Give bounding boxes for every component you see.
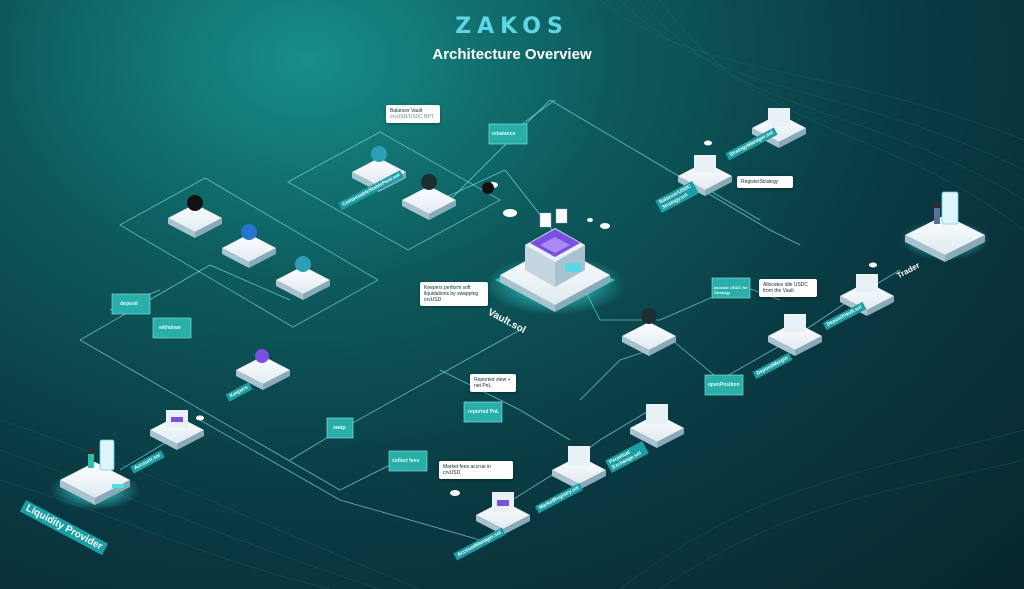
register-strategy-callout: RegisterStrategy <box>737 176 793 188</box>
reported-callout: Reported stew + net PnL <box>470 374 516 392</box>
allocates-callout: Allocates idle USDC from the Vault <box>759 279 817 297</box>
open-position-tag <box>704 374 744 396</box>
withdraw-tag-label: withdraw <box>159 325 181 331</box>
reported-tag-label: reported PnL <box>468 409 500 415</box>
reported-tag <box>463 401 503 423</box>
collect-fees-tag-label: collect fees <box>392 458 420 464</box>
keepers-node[interactable] <box>236 349 290 390</box>
allocate-tag <box>711 277 751 299</box>
balancer-pool-token-node-1[interactable] <box>168 195 222 238</box>
rebalance-tag <box>488 123 528 145</box>
swap-tag-label: swap <box>333 425 346 431</box>
vault-node[interactable] <box>485 208 625 315</box>
balancer-pool-token-node-3[interactable] <box>276 256 330 300</box>
balancer-pool-token-node-2[interactable] <box>222 224 276 268</box>
balancer-strategy-node-secondary[interactable] <box>622 308 676 356</box>
group-outlines <box>119 131 501 328</box>
market-fees-callout: Market fees accrue in crvUSD <box>439 461 513 479</box>
keepers-callout: Keepers perform soft liquidations by swa… <box>420 282 488 306</box>
withdraw-tag <box>152 317 192 339</box>
zakos-logo: ZAKOS <box>455 14 569 39</box>
keeper-bot-icon <box>482 182 494 194</box>
balancer-vault-callout-sub: crvUSD/USDC BPT <box>390 114 434 120</box>
balancer-vault-callout-title: Balancer Vault <box>390 108 423 114</box>
deposit-vault-node[interactable] <box>768 314 822 356</box>
deposit-tag <box>111 293 151 315</box>
page-title: Architecture Overview <box>432 46 592 63</box>
perpetual-exchange-node[interactable] <box>630 404 684 448</box>
composable-pool-outline <box>287 131 501 251</box>
account-node[interactable] <box>150 410 204 450</box>
open-position-tag-label: openPosition <box>708 382 740 388</box>
balancer-pools-outline <box>119 177 379 328</box>
deposit-tag-label: deposit <box>120 301 138 307</box>
balancer-vault-callout: Balancer Vault crvUSD/USDC BPT <box>386 105 440 123</box>
allocate-tag-label: allocate USDC for Strategy <box>714 285 748 295</box>
liquidity-provider-node[interactable] <box>50 439 140 510</box>
swap-tag <box>326 417 354 439</box>
trader-node[interactable] <box>900 191 990 262</box>
collect-fees-tag <box>388 450 428 472</box>
rebalance-tag-label: rebalance <box>492 131 516 137</box>
composable-pool-node-2[interactable] <box>402 174 456 220</box>
